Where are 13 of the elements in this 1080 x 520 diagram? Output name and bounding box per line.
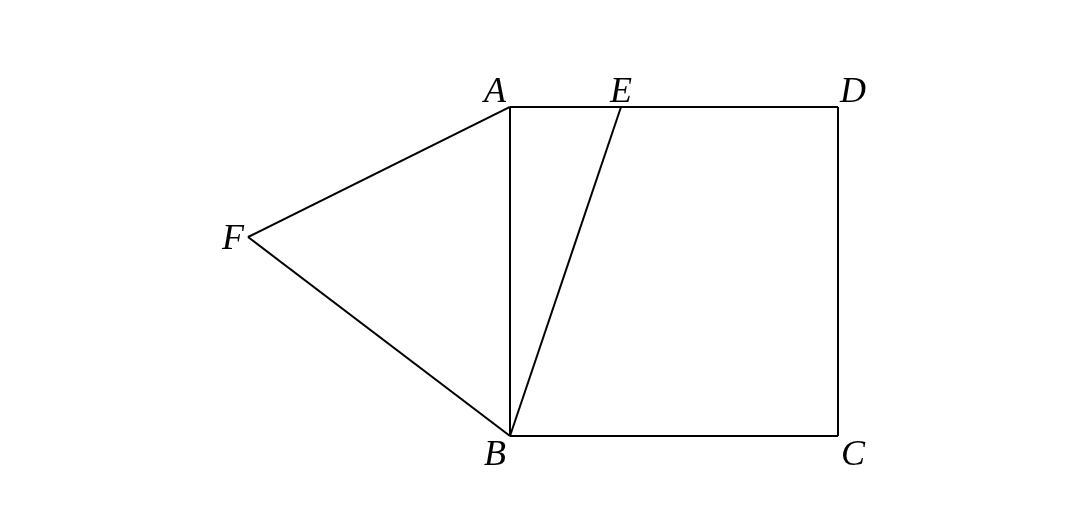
vertex-label: F bbox=[222, 220, 244, 254]
line-segment bbox=[509, 435, 839, 437]
line-segment bbox=[509, 106, 511, 437]
vertex-label: E bbox=[610, 73, 632, 107]
vertex-label: C bbox=[841, 436, 865, 470]
vertex-label: A bbox=[484, 73, 506, 107]
line-segment bbox=[247, 106, 511, 238]
line-segment bbox=[509, 106, 839, 108]
vertex-label: B bbox=[484, 436, 506, 470]
line-segment bbox=[837, 106, 839, 437]
vertex-label: D bbox=[840, 73, 866, 107]
line-segment bbox=[509, 106, 622, 437]
line-segment bbox=[247, 236, 511, 437]
